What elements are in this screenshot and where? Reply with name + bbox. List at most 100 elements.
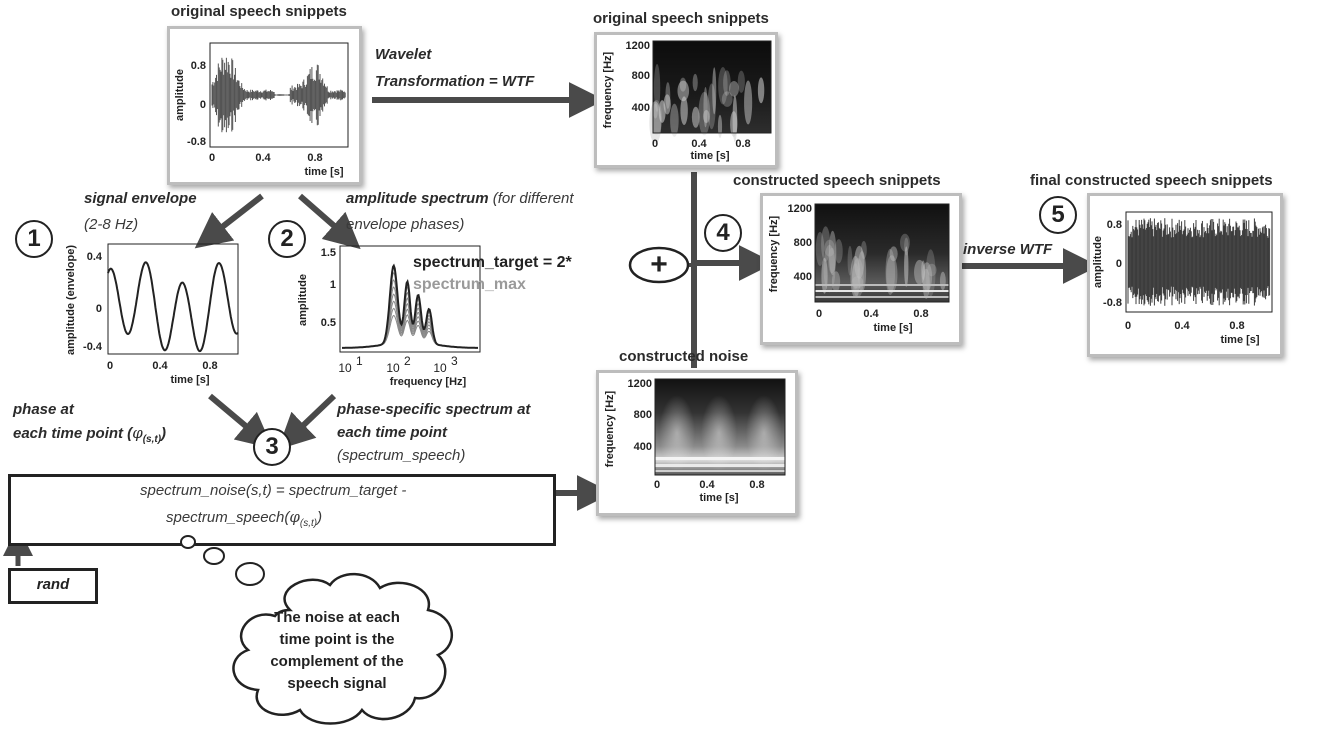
noise-formula-box [8, 474, 556, 546]
xtick: 0.4 [691, 138, 707, 150]
xtick: 0.4 [1174, 320, 1190, 332]
y-axis-label: amplitude [174, 69, 186, 121]
ampspec-arrow [298, 193, 361, 250]
ytick: -0.4 [83, 341, 103, 353]
phasespec-label-1: phase-specific spectrum at [337, 401, 531, 418]
ytick: -0.8 [1103, 297, 1122, 309]
envelope-arrow [194, 193, 264, 249]
rand-box: rand [8, 568, 98, 604]
phi-subscript: (s,t) [299, 518, 318, 529]
phase-text: each time point ( [13, 425, 133, 442]
ytick: 1 [330, 279, 336, 291]
xtick: 0 [652, 138, 658, 150]
y-axis-label: frequency [Hz] [768, 215, 780, 292]
orig-waveform-panel: 0.8 0 -0.8 0 0.4 0.8 time [s] amplitude [167, 26, 362, 185]
step-3-badge: 3 [253, 428, 291, 466]
phase-arrow [208, 393, 273, 449]
wtf-label-1: Wavelet [375, 46, 432, 63]
ytick: 0.8 [191, 60, 206, 72]
constructed-speech-title: constructed speech snippets [733, 172, 941, 189]
xtick: 0 [1125, 320, 1131, 332]
step-5-badge: 5 [1039, 196, 1077, 234]
plus-oval [628, 246, 690, 284]
phase-label-1: phase at [13, 401, 74, 418]
phase-label-2: each time point (φ(s,t)) [13, 424, 166, 445]
plus-symbol: + [650, 248, 668, 281]
y-axis-label: amplitude [1092, 236, 1104, 288]
xtick: 0.4 [255, 152, 271, 164]
xtick-exp: 2 [404, 354, 411, 368]
phasespec-arrow [277, 393, 337, 450]
phase-close: ) [161, 425, 167, 442]
ytick: 400 [634, 441, 652, 453]
orig-spectrogram-plot: 1200 800 400 0 0.4 0.8 time [s] frequenc… [602, 40, 772, 162]
thought-cloud [180, 535, 454, 725]
xtick: 0.8 [913, 308, 928, 320]
ampspec-rest: (for different [492, 190, 574, 207]
ytick: 1.5 [321, 247, 336, 259]
y-axis-label: frequency [Hz] [602, 51, 614, 128]
xtick: 0 [209, 152, 215, 164]
ytick: 800 [632, 70, 650, 82]
envelope-subtitle: (2-8 Hz) [84, 216, 139, 233]
formula-line-2: spectrum_speech(φ(s,t)) [166, 508, 322, 529]
phasespec-label-3: (spectrum_speech) [337, 447, 466, 464]
ytick: 1200 [788, 203, 812, 215]
constructed-spectrogram-plot: 1200 800 400 0 0.4 0.8 time [s] frequenc… [768, 203, 950, 334]
xtick: 0.8 [1229, 320, 1244, 332]
cloud-line: time point is the [279, 631, 395, 648]
ytick: 0 [1116, 258, 1122, 270]
step-2-badge: 2 [268, 220, 306, 258]
xtick: 0.4 [152, 360, 168, 372]
envelope-curve [107, 261, 239, 353]
orig-wave-title: original speech snippets [171, 3, 347, 20]
y-axis-label: amplitude (envelope) [65, 245, 77, 355]
ytick: -0.8 [187, 136, 206, 148]
noise-title: constructed noise [619, 348, 749, 365]
formula-text: spectrum_speech( [166, 509, 290, 526]
noise-spectrogram-panel: 1200 800 400 0 0.4 0.8 time [s] frequenc… [596, 370, 798, 516]
step-4-badge: 4 [704, 214, 742, 252]
spectrum-target-label: spectrum_target = 2* [413, 254, 572, 271]
noise-spectrogram-plot: 1200 800 400 0 0.4 0.8 time [s] frequenc… [604, 378, 786, 504]
cloud-line: complement of the [270, 653, 404, 670]
x-axis-label: time [s] [699, 492, 738, 504]
xtick: 0.4 [699, 479, 715, 491]
final-waveform-signal [1127, 218, 1271, 306]
xtick: 10 [338, 361, 352, 375]
x-axis-label: time [s] [690, 150, 729, 162]
xtick-exp: 3 [451, 354, 458, 368]
x-axis-label: time [s] [1220, 334, 1259, 346]
ampspec-subtitle: envelope phases) [346, 216, 465, 233]
xtick-exp: 1 [356, 354, 363, 368]
ampspec-title: amplitude spectrum [346, 190, 489, 207]
cloud-line: speech signal [287, 675, 387, 692]
phi-symbol: φ [289, 508, 300, 526]
final-waveform-panel: 0.8 0 -0.8 0 0.4 0.8 time [s] amplitude [1087, 193, 1283, 357]
constructed-spectrogram-energy [815, 226, 949, 299]
amplitude-spectrum-curves [342, 263, 478, 349]
phi-subscript: (s,t) [142, 434, 162, 445]
ytick: 0.5 [321, 317, 336, 329]
inverse-wtf-label: inverse WTF [963, 241, 1053, 258]
ytick: 1200 [626, 40, 650, 52]
ytick: 0 [96, 303, 102, 315]
spectrum-max-label: spectrum_max [413, 276, 526, 293]
envelope-title: signal envelope [84, 190, 197, 207]
formula-line-1: spectrum_noise(s,t) = spectrum_target - [140, 482, 407, 499]
xtick: 0 [107, 360, 113, 372]
orig-waveform-signal [211, 57, 346, 133]
ampspec-label: amplitude spectrum (for different [346, 190, 574, 207]
ytick: 400 [794, 271, 812, 283]
xtick: 0 [816, 308, 822, 320]
ytick: 0.4 [87, 251, 103, 263]
xtick: 0.8 [749, 479, 764, 491]
cloud-line: The noise at each [274, 609, 400, 626]
x-axis-label: frequency [Hz] [390, 376, 467, 388]
xtick: 0.8 [202, 360, 217, 372]
wtf-label-2: Transformation = WTF [375, 73, 535, 90]
xtick: 0.8 [735, 138, 750, 150]
cloud-text: The noise at each time point is the comp… [262, 607, 412, 695]
